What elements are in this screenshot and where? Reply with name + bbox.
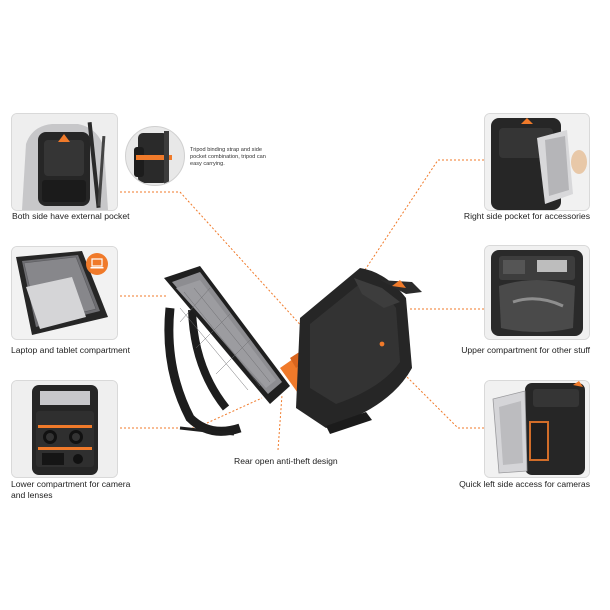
right-pocket-image <box>485 114 589 210</box>
label-quick-access: Quick left side access for cameras <box>459 479 590 489</box>
thumb-lower <box>11 380 118 478</box>
thumb-tripod-zoom <box>125 126 185 186</box>
upper-compartment-image <box>485 246 589 339</box>
label-upper: Upper compartment for other stuff <box>461 345 590 355</box>
thumb-side-pockets <box>11 113 118 211</box>
connector-side-pockets <box>116 191 306 331</box>
backpack-worn-image <box>12 114 117 210</box>
connector-right-pocket <box>334 159 484 316</box>
thumb-right-pocket <box>484 113 590 211</box>
label-right-pocket: Right side pocket for accessories <box>463 211 590 221</box>
thumb-upper <box>484 245 590 340</box>
label-rear-open: Rear open anti-theft design <box>234 456 338 466</box>
laptop-icon <box>86 253 108 275</box>
backpack-main-image <box>164 266 422 436</box>
label-laptop: Laptop and tablet compartment <box>11 345 130 355</box>
quick-access-image <box>485 381 589 477</box>
thumb-quick-access <box>484 380 590 478</box>
tripod-note: Tripod binding strap and side pocket com… <box>190 147 266 167</box>
label-lower: Lower compartment for camera and lenses <box>11 479 131 500</box>
connector-quick-access <box>381 351 484 429</box>
lower-compartment-image <box>12 381 117 477</box>
connector-rear-open <box>277 394 283 451</box>
tripod-strap-image <box>134 131 172 185</box>
thumb-laptop <box>11 246 118 340</box>
label-side-pockets: Both side have external pocket <box>12 211 130 221</box>
